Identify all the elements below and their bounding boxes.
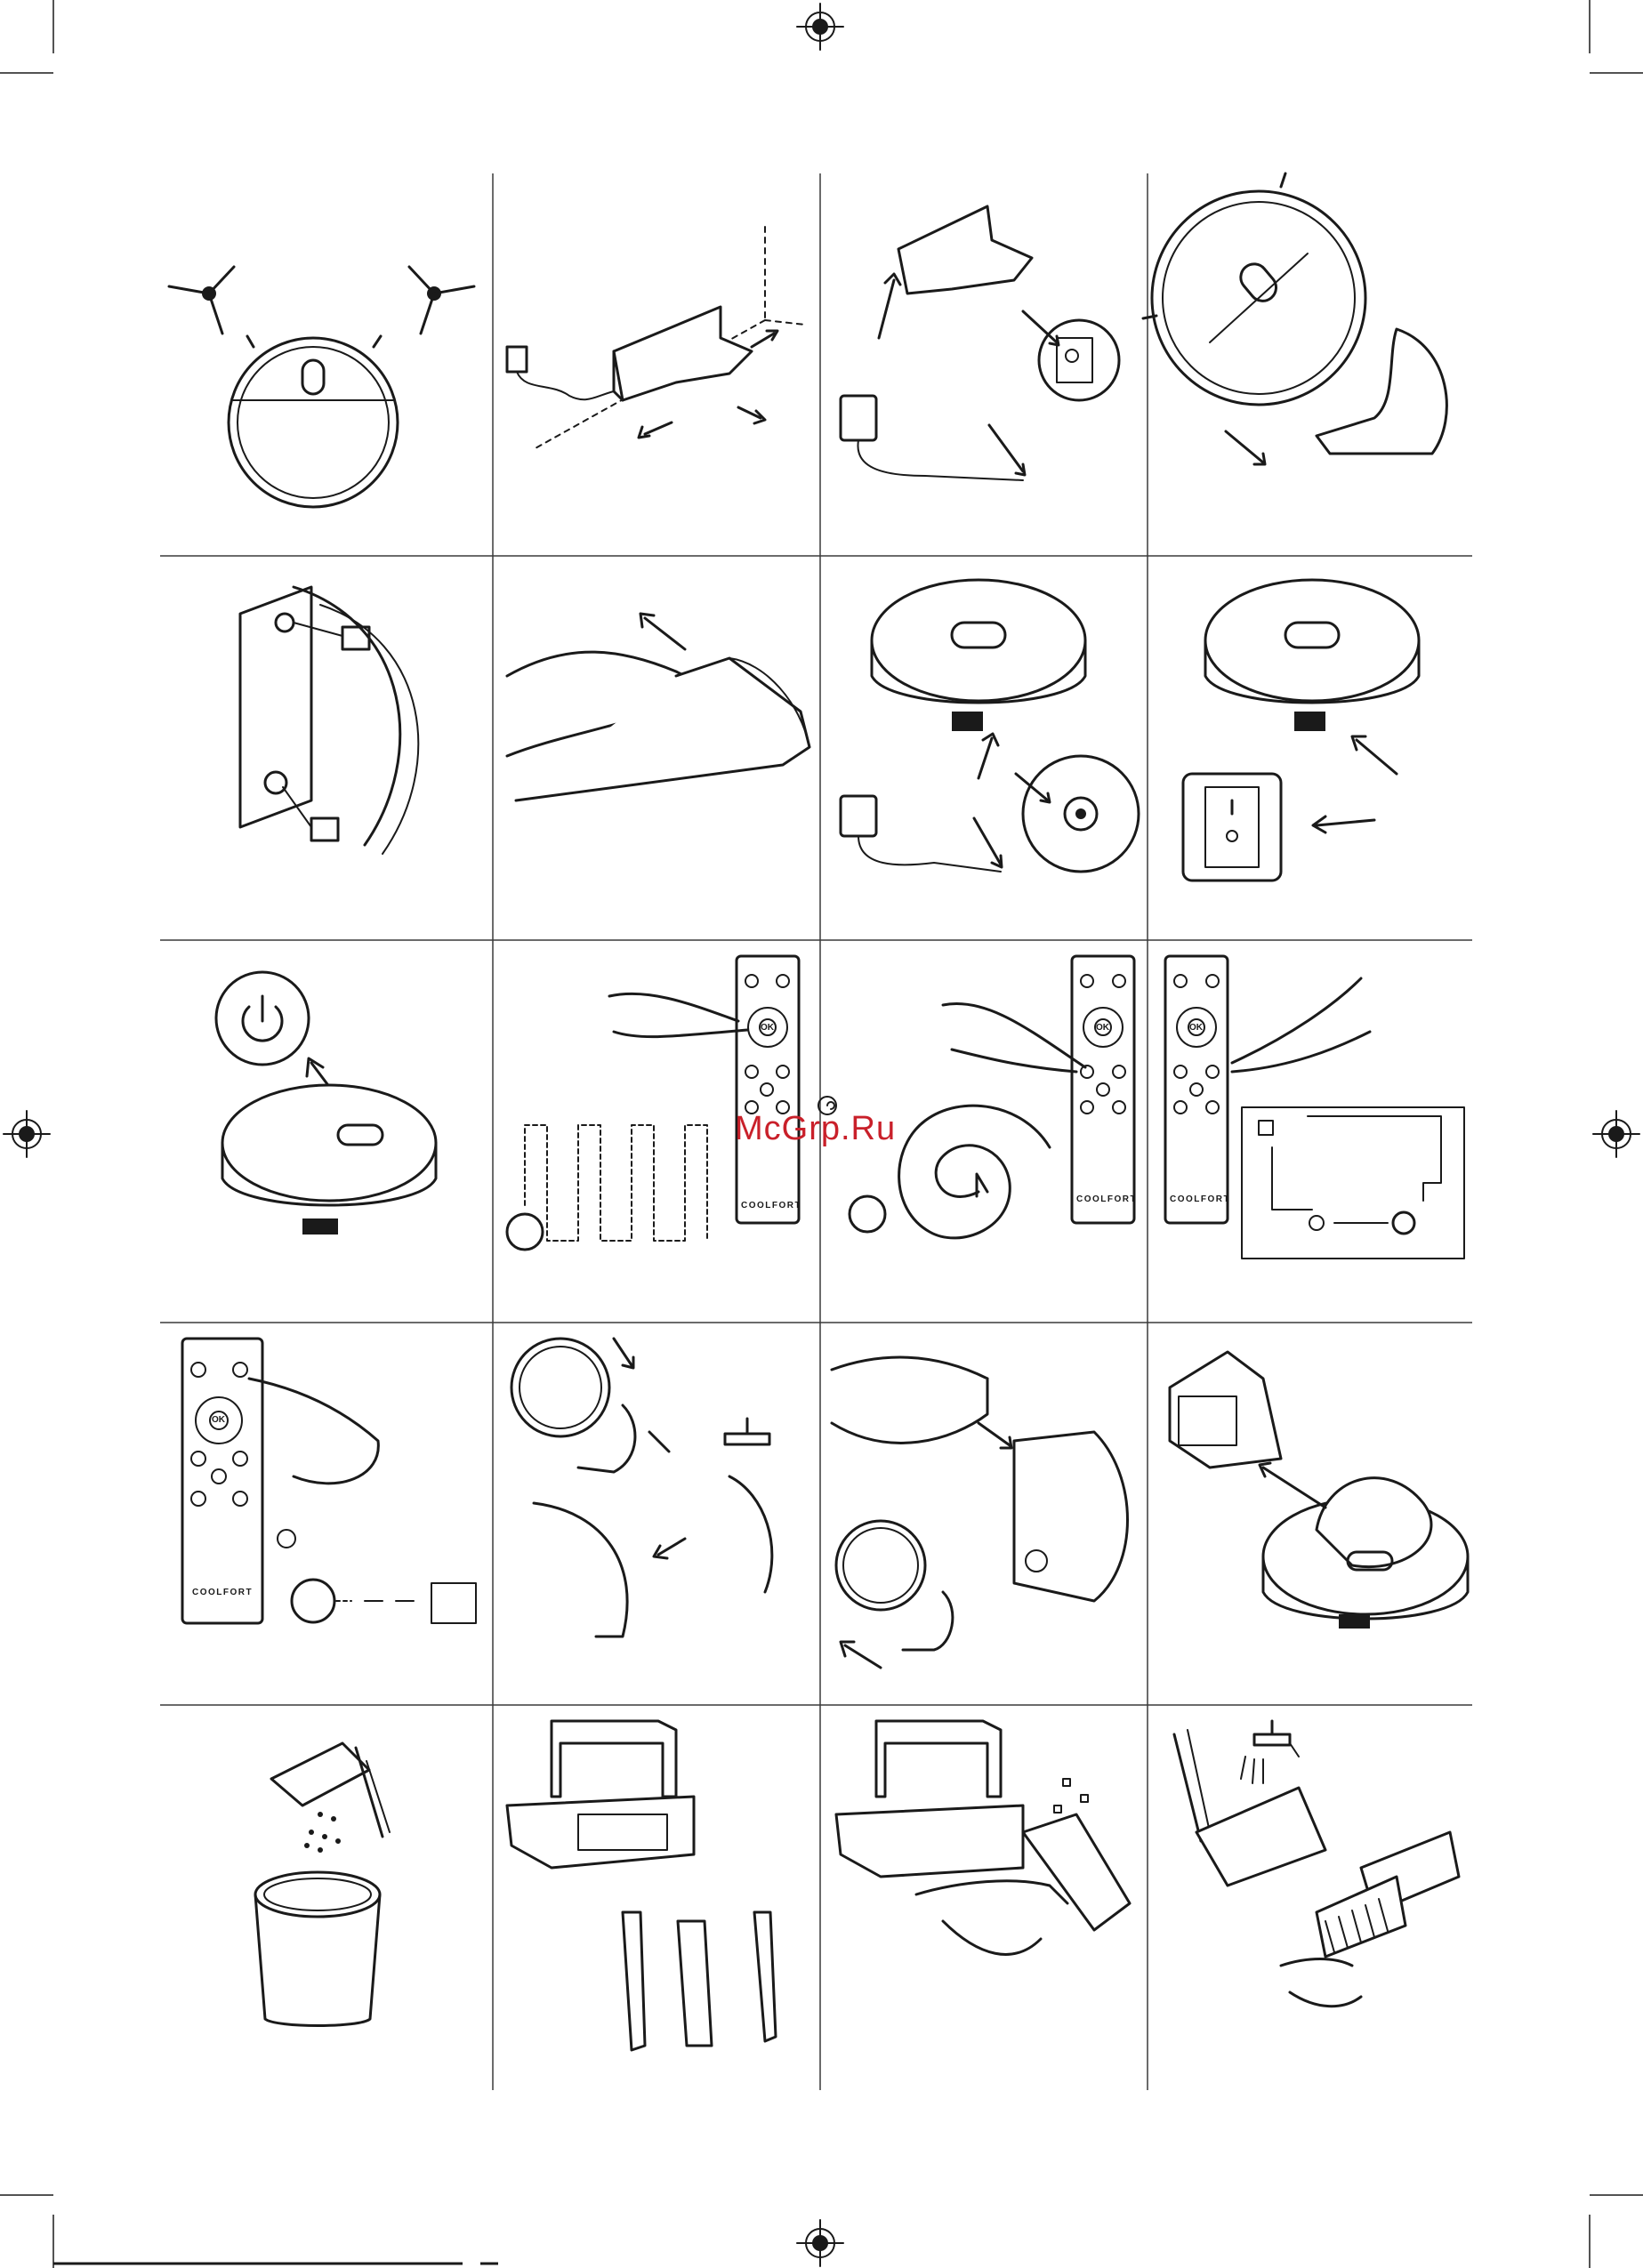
step-dock-return — [182, 1339, 476, 1623]
step-peel-film — [507, 614, 809, 800]
step-filter-parts — [507, 1721, 776, 2050]
step-remove-dustbin — [1170, 1352, 1468, 1629]
remote-ok-label: OK — [1096, 1023, 1109, 1033]
step-clean-bumper — [511, 1339, 772, 1637]
step-side-brushes — [169, 267, 474, 507]
remote-ok-label: OK — [761, 1023, 774, 1033]
remote-ok-label: OK — [1189, 1023, 1203, 1033]
step-charge-robot — [841, 580, 1139, 872]
remote-brand-label: COOLFORT — [192, 1588, 253, 1597]
step-remove-bumper — [1143, 173, 1446, 464]
watermark: McGrp.Ru — [735, 1110, 896, 1148]
step-place-dock — [507, 227, 805, 449]
step-wipe-dustbin — [836, 1721, 1130, 1954]
home-icon — [1259, 1121, 1273, 1135]
power-icon — [243, 996, 282, 1041]
remote-brand-label: COOLFORT — [741, 1201, 801, 1210]
step-empty-dustbin — [255, 1743, 390, 2026]
remote-ok-label: OK — [212, 1415, 225, 1425]
step-power-switch — [1183, 580, 1419, 881]
step-press-power — [216, 972, 436, 1235]
step-connect-dock — [841, 206, 1119, 480]
remote-brand-label: COOLFORT — [1170, 1194, 1230, 1204]
step-reassemble — [832, 1357, 1128, 1668]
step-return-home — [1165, 956, 1464, 1259]
step-bumper-detail — [240, 587, 418, 854]
remote-brand-label: COOLFORT — [1076, 1194, 1137, 1204]
step-wash-filter — [1174, 1721, 1459, 2007]
